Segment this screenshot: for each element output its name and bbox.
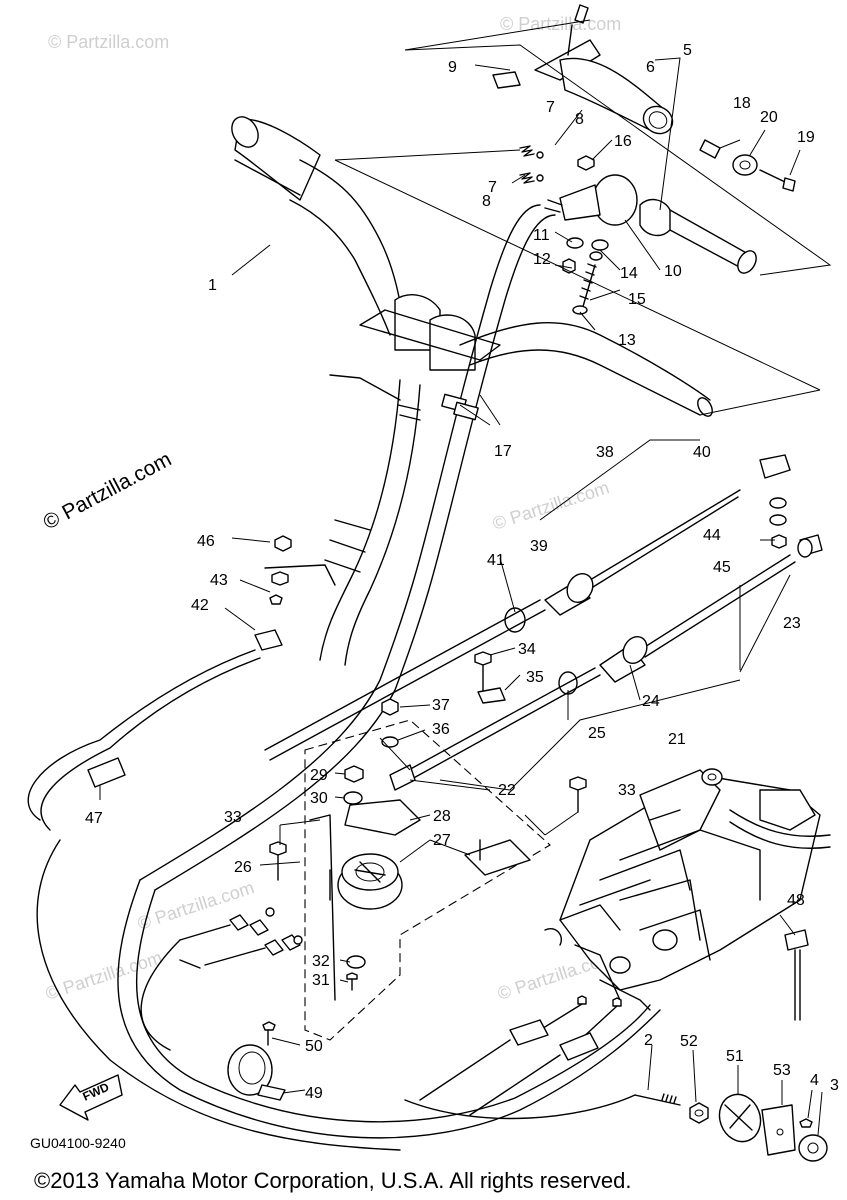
- callout-53: 53: [773, 1062, 791, 1079]
- callout-39: 39: [530, 538, 548, 555]
- callout-44: 44: [703, 527, 721, 544]
- callout-leaders: [99, 129, 801, 1094]
- callout-48: 48: [787, 892, 805, 909]
- callout-9: 9: [448, 59, 457, 76]
- callout-49: 49: [305, 1085, 323, 1102]
- callout-17: 17: [494, 443, 512, 460]
- callout-51: 51: [726, 1048, 744, 1065]
- callout-1: 1: [208, 277, 217, 294]
- callout-36: 36: [432, 721, 450, 738]
- handlebar-assembly: [139, 116, 713, 891]
- callout-6: 6: [646, 59, 655, 76]
- callout-38: 38: [596, 444, 614, 461]
- cable-clamp: [227, 1021, 286, 1101]
- diagram-code: GU04100-9240: [30, 1135, 126, 1151]
- callout-40: 40: [693, 444, 711, 461]
- callout-numbers: 1 2 3 4 5 6 7 7 8 8 9 10 11 12 13 14 15 …: [85, 42, 839, 1102]
- callout-42: 42: [191, 597, 209, 614]
- callout-32: 32: [312, 953, 330, 970]
- callout-3: 3: [830, 1077, 839, 1094]
- callout-7: 7: [546, 99, 555, 116]
- hardware-parts: [404, 1044, 828, 1162]
- cable-tie: [784, 929, 809, 1021]
- callout-20: 20: [760, 109, 778, 126]
- callout-27: 27: [433, 832, 451, 849]
- callout-26: 26: [234, 859, 252, 876]
- callout-24: 24: [642, 693, 660, 710]
- copyright-notice: ©2013 Yamaha Motor Corporation, U.S.A. A…: [34, 1168, 631, 1193]
- callout-33: 33: [618, 782, 636, 799]
- leader-lines: [231, 19, 832, 426]
- callout-25: 25: [588, 725, 606, 742]
- watermark-main: © Partzilla.com: [40, 448, 176, 535]
- watermark-faint: © Partzilla.com: [500, 14, 621, 34]
- callout-37: 37: [432, 697, 450, 714]
- callout-35: 35: [526, 669, 544, 686]
- callout-46: 46: [197, 533, 215, 550]
- watermark-faint: © Partzilla.com: [43, 947, 165, 1004]
- watermark-faint: © Partzilla.com: [490, 477, 612, 534]
- callout-16: 16: [614, 133, 632, 150]
- fwd-arrow-icon: FWD: [59, 1074, 123, 1121]
- carburetor-assembly: [419, 768, 831, 1116]
- callout-33: 33: [224, 809, 242, 826]
- callout-5: 5: [683, 42, 692, 59]
- callout-21: 21: [668, 731, 686, 748]
- callout-4: 4: [810, 1072, 819, 1089]
- callout-28: 28: [433, 808, 451, 825]
- callout-31: 31: [312, 972, 330, 989]
- callout-8: 8: [575, 111, 584, 128]
- callout-2: 2: [644, 1032, 653, 1049]
- callout-15: 15: [628, 291, 646, 308]
- callout-8: 8: [482, 193, 491, 210]
- callout-41: 41: [487, 552, 505, 569]
- callout-30: 30: [310, 790, 328, 807]
- watermark-faint: © Partzilla.com: [48, 32, 169, 52]
- callout-23: 23: [783, 615, 801, 632]
- callout-29: 29: [310, 767, 328, 784]
- callout-11: 11: [533, 227, 550, 244]
- control-cables: [27, 454, 823, 1151]
- callout-12: 12: [533, 251, 551, 268]
- callout-13: 13: [618, 332, 636, 349]
- callout-34: 34: [518, 641, 536, 658]
- callout-45: 45: [713, 559, 731, 576]
- callout-19: 19: [797, 129, 815, 146]
- callout-43: 43: [210, 572, 228, 589]
- callout-18: 18: [733, 95, 751, 112]
- callout-14: 14: [620, 265, 638, 282]
- callout-10: 10: [664, 263, 682, 280]
- callout-47: 47: [85, 810, 103, 827]
- callout-7: 7: [488, 179, 497, 196]
- cable-bracket-assembly: [179, 439, 791, 1041]
- throttle-lever: [492, 4, 796, 315]
- callout-22: 22: [498, 782, 516, 799]
- callout-52: 52: [680, 1033, 698, 1050]
- callout-50: 50: [305, 1038, 323, 1055]
